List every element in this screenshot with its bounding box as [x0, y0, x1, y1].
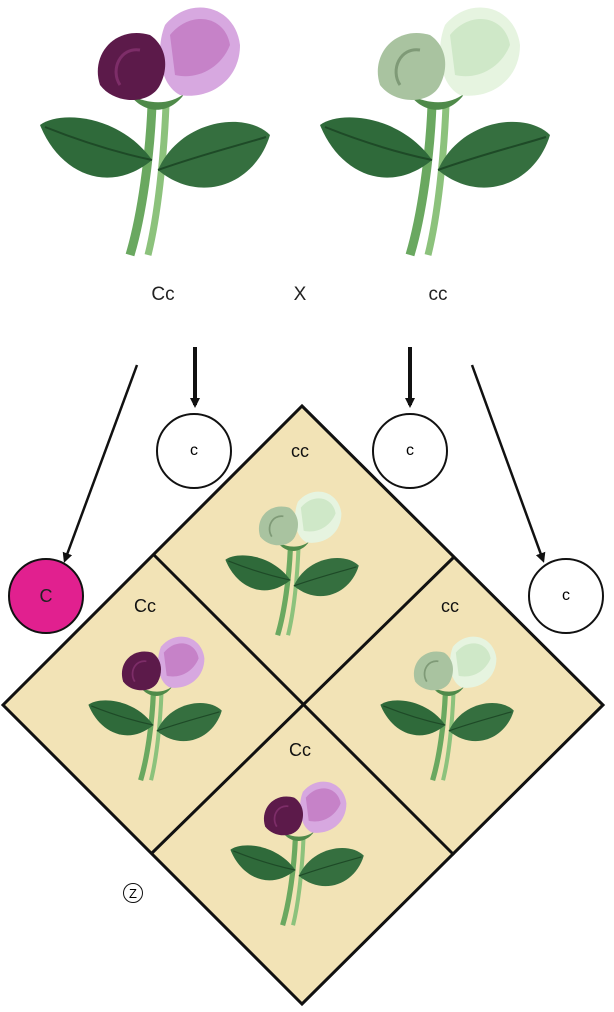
corner-mark: Z — [123, 883, 143, 903]
offspring-left-flower — [88, 636, 222, 781]
offspring-right-flower — [380, 636, 514, 781]
parent-left-flower — [40, 7, 270, 257]
arrow-right-outer — [470, 364, 546, 563]
gamete-arrows — [62, 347, 546, 563]
punnett-top-genotype: cc — [291, 441, 309, 461]
parent-left-genotype: Cc — [151, 284, 175, 305]
punnett-bottom-genotype: Cc — [289, 740, 311, 760]
punnett-left-genotype: Cc — [134, 596, 156, 616]
punnett-right-genotype: cc — [441, 596, 459, 616]
arrow-left-outer — [62, 364, 139, 563]
punnett-square — [0, 403, 606, 1007]
gamete-left-outer: C — [8, 558, 84, 634]
gamete-right-inner: c — [372, 413, 448, 489]
cross-symbol: X — [293, 284, 307, 305]
gamete-right-outer: c — [528, 558, 604, 634]
parent-right-flower — [320, 7, 550, 257]
flower-illustrations — [40, 7, 550, 926]
gamete-left-inner: c — [156, 413, 232, 489]
parent-right-genotype: cc — [428, 284, 448, 305]
offspring-top-flower — [225, 491, 359, 636]
punnett-divider-2 — [150, 555, 456, 855]
offspring-bottom-flower — [230, 781, 364, 926]
